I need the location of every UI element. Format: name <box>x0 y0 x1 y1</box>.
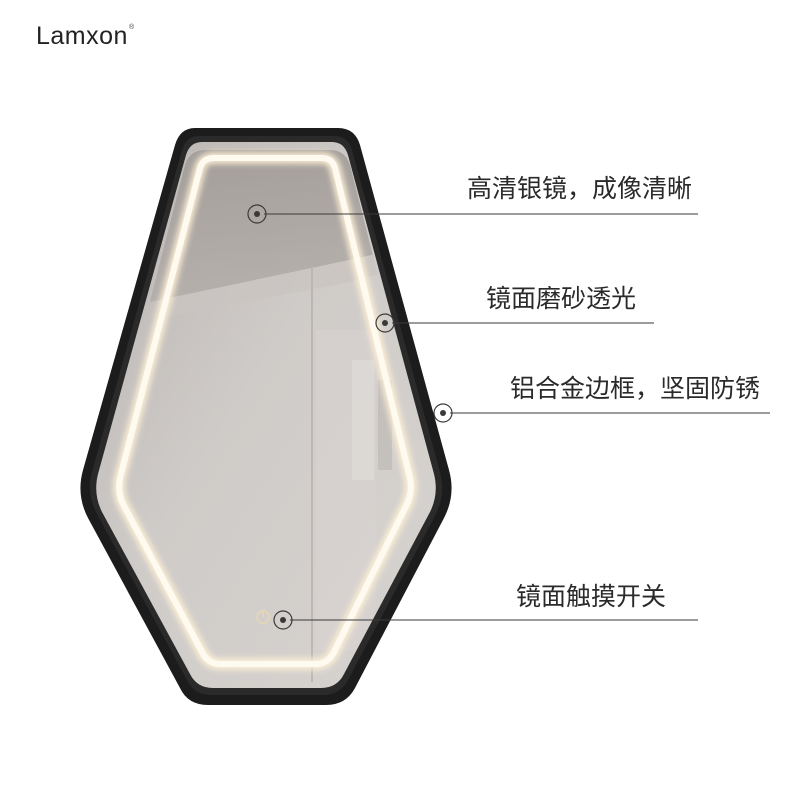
callout-frosted-glass: 镜面磨砂透光 <box>485 284 636 313</box>
callout-touch-switch: 镜面触摸开关 <box>515 582 666 611</box>
brand-registered-mark: ® <box>128 24 135 31</box>
brand-name: Lamxon <box>36 22 128 50</box>
power-icon <box>256 610 270 624</box>
callout-silver-mirror: 高清银镜，成像清晰 <box>466 174 692 203</box>
callout-pointers <box>247 204 770 630</box>
mirror-reflection <box>102 150 432 682</box>
brand-logo: Lamxon® <box>36 24 135 49</box>
callout-aluminum-frame: 铝合金边框，坚固防锈 <box>509 374 760 403</box>
